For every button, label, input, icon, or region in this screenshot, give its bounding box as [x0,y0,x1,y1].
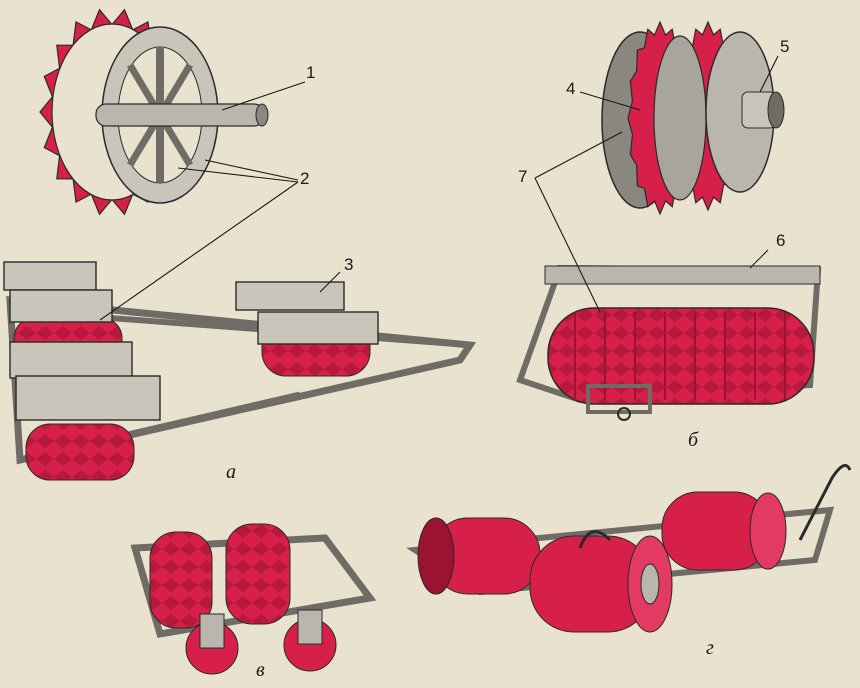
disc-roller-drawing [601,20,785,216]
caption-b: б [688,429,699,451]
label-4: 4 [566,79,576,98]
ring-roller-drawing [516,264,822,421]
three-section-roller-drawing [3,261,477,481]
label-7: 7 [518,167,528,186]
caption-v: в [256,659,265,681]
label-5: 5 [780,37,790,56]
spiked-roller-drawing [130,523,377,675]
toothed-wheel-drawing [39,8,269,216]
label-2: 2 [300,169,310,188]
label-6: 6 [776,231,786,250]
caption-g: г [706,637,714,659]
smooth-roller-drawing [406,464,852,633]
caption-a: а [226,461,236,483]
label-3: 3 [344,255,354,274]
label-1: 1 [306,63,316,82]
leader-lines [99,55,779,321]
